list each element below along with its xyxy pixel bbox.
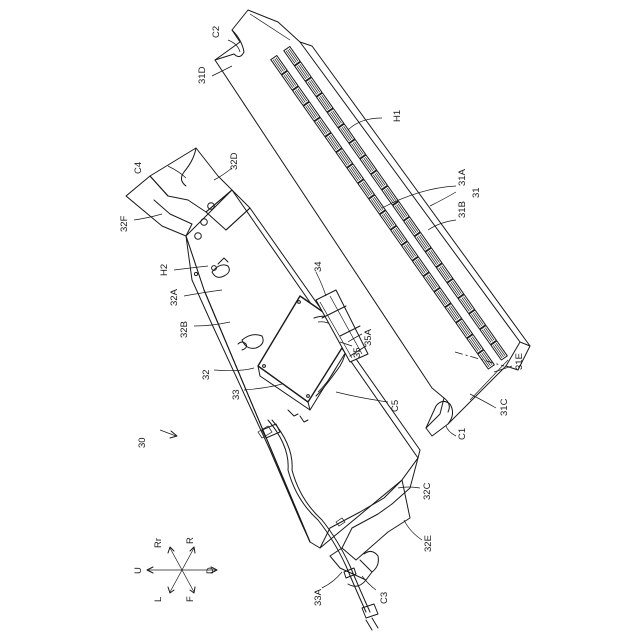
compass-rr: Rr <box>153 538 164 548</box>
label-c3: C3 <box>379 592 390 604</box>
label-c5: C5 <box>390 400 401 412</box>
label-31e: 31E <box>514 353 525 370</box>
label-31b: 31B <box>457 201 468 218</box>
label-35a: 35A <box>363 328 374 346</box>
compass-l: L <box>153 597 164 602</box>
compass-f: F <box>185 596 196 602</box>
label-35: 35 <box>352 347 363 358</box>
label-32a: 32A <box>169 288 180 306</box>
label-c1: C1 <box>457 428 468 440</box>
label-31a: 31A <box>457 168 468 186</box>
label-32c: 32C <box>422 482 433 500</box>
label-34: 34 <box>313 261 324 272</box>
label-32f: 32F <box>119 215 130 232</box>
label-33a: 33A <box>313 588 324 606</box>
label-30: 30 <box>137 437 148 448</box>
label-c4: C4 <box>133 162 144 174</box>
label-h1: H1 <box>392 110 403 122</box>
figure-arrow <box>160 430 177 438</box>
label-32b: 32B <box>179 321 190 338</box>
label-31d: 31D <box>197 66 208 84</box>
label-32d: 32D <box>229 152 240 170</box>
label-c2: C2 <box>211 26 222 38</box>
label-31c: 31C <box>499 398 510 416</box>
label-31: 31 <box>471 187 482 198</box>
compass-d: D <box>205 567 216 574</box>
label-32: 32 <box>201 369 212 380</box>
label-33: 33 <box>231 389 242 400</box>
label-h2: H2 <box>159 264 170 276</box>
compass-u: U <box>133 567 144 574</box>
label-32e: 32E <box>423 535 434 552</box>
compass-r: R <box>185 537 196 544</box>
direction-compass: Rr R U D L F <box>133 537 217 602</box>
